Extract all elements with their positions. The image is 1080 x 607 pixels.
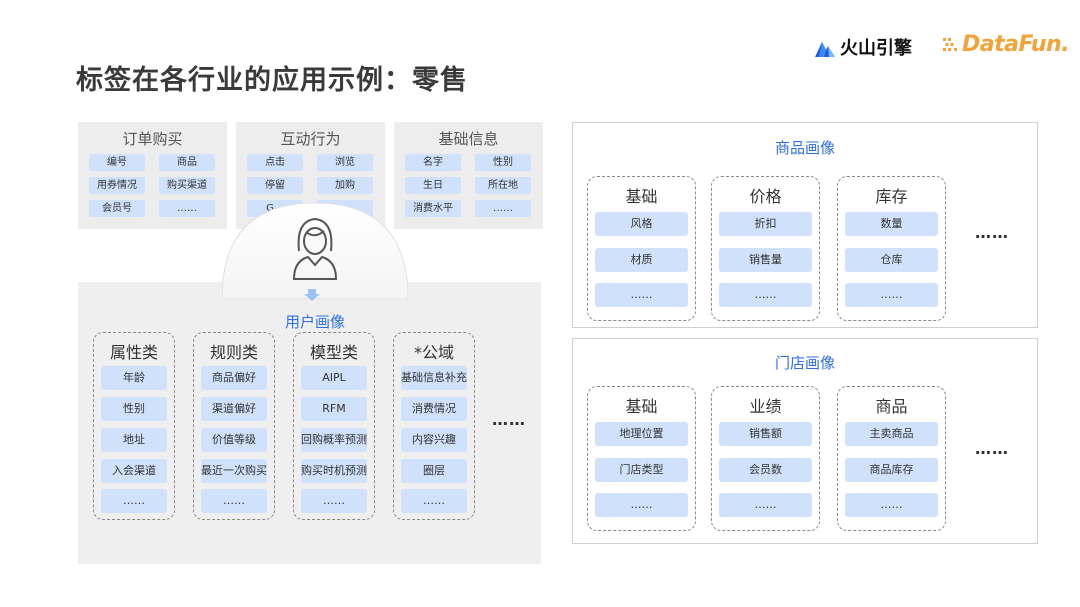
tag-item: 渠道偏好	[201, 397, 267, 421]
tag-item: ……	[595, 283, 688, 307]
source-chip: 加购	[317, 177, 373, 194]
tag-item: ……	[301, 489, 367, 513]
tag-item: 入会渠道	[101, 459, 167, 483]
source-chip: 消费水平	[405, 200, 461, 217]
source-chip: ……	[159, 200, 215, 217]
source-box-order: 订单购买 编号 商品 用券情况 购买渠道 会员号 ……	[78, 122, 227, 229]
user-column-attributes: 属性类 年龄 性别 地址 入会渠道 ……	[93, 332, 175, 520]
tag-item: 年龄	[101, 366, 167, 390]
volcano-engine-logo: 火山引擎	[814, 34, 912, 60]
tag-item: 价值等级	[201, 428, 267, 452]
datafun-logo: DataFun.	[942, 32, 1070, 57]
tag-item: 会员数	[719, 458, 812, 482]
tag-item: 回购概率预测	[301, 428, 367, 452]
user-portrait-more: ……	[492, 410, 526, 429]
column-title: 模型类	[309, 343, 358, 362]
tag-item: ……	[845, 493, 938, 517]
store-column-performance: 业绩 销售额 会员数 ……	[711, 386, 820, 531]
source-chip: 所在地	[475, 177, 531, 194]
tag-item: 地理位置	[595, 422, 688, 446]
source-chip: 性别	[475, 154, 531, 171]
source-title: 订单购买	[122, 130, 183, 148]
tag-item: ……	[845, 283, 938, 307]
user-portrait-panel	[78, 282, 541, 564]
tag-item: 仓库	[845, 248, 938, 272]
tag-item: 基础信息补充	[401, 366, 467, 390]
tag-item: 风格	[595, 212, 688, 236]
store-portrait-more: ……	[975, 439, 1009, 458]
source-chip: 名字	[405, 154, 461, 171]
tag-item: ……	[101, 489, 167, 513]
source-chip: 浏览	[317, 154, 373, 171]
product-portrait-more: ……	[975, 223, 1009, 242]
tag-item: 最近一次购买	[201, 459, 267, 483]
source-title: 基础信息	[438, 130, 499, 148]
source-chip: 商品	[159, 154, 215, 171]
product-column-price: 价格 折扣 销售量 ……	[711, 176, 820, 321]
product-column-inventory: 库存 数量 仓库 ……	[837, 176, 946, 321]
tag-item: 主卖商品	[845, 422, 938, 446]
column-title: *公域	[413, 343, 454, 362]
user-column-rules: 规则类 商品偏好 渠道偏好 价值等级 最近一次购买 ……	[193, 332, 275, 520]
store-column-basic: 基础 地理位置 门店类型 ……	[587, 386, 696, 531]
store-column-products: 商品 主卖商品 商品库存 ……	[837, 386, 946, 531]
tag-item: 购买时机预测	[301, 459, 367, 483]
tag-item: 材质	[595, 248, 688, 272]
user-arch	[222, 202, 408, 299]
user-avatar-icon	[292, 217, 338, 280]
user-portrait-title: 用户画像	[284, 313, 345, 331]
product-portrait-panel: 商品画像 基础 风格 材质 …… 价格 折扣 销售量 …… 库存 数量 仓库 ……	[572, 122, 1038, 328]
tag-item: 销售量	[719, 248, 812, 272]
datafun-dots-icon	[943, 37, 957, 51]
source-title: 互动行为	[280, 130, 341, 148]
column-title: 价格	[749, 187, 782, 206]
volcano-engine-wordmark: 火山引擎	[840, 38, 912, 59]
tag-item: 商品库存	[845, 458, 938, 482]
store-portrait-title: 门店画像	[774, 354, 835, 372]
source-box-interaction: 互动行为 点击 浏览 停留 加购 G…	[236, 122, 385, 229]
source-chip: 生日	[405, 177, 461, 194]
tag-item: 性别	[101, 397, 167, 421]
tag-item: 地址	[101, 428, 167, 452]
source-chip: ……	[475, 200, 531, 217]
column-title: 商品	[875, 397, 908, 416]
page-title: 标签在各行业的应用示例：零售	[76, 65, 468, 96]
store-portrait-panel: 门店画像 基础 地理位置 门店类型 …… 业绩 销售额 会员数 …… 商品 主卖…	[572, 338, 1038, 544]
column-title: 规则类	[209, 343, 258, 362]
datafun-wordmark: DataFun.	[962, 32, 1070, 57]
source-chip: 停留	[247, 177, 303, 194]
tag-item: 门店类型	[595, 458, 688, 482]
tag-item: 销售额	[719, 422, 812, 446]
product-column-basic: 基础 风格 材质 ……	[587, 176, 696, 321]
column-title: 基础	[625, 397, 658, 416]
tag-item: 折扣	[719, 212, 812, 236]
column-title: 属性类	[109, 343, 158, 362]
tag-item: 消费情况	[401, 397, 467, 421]
tag-item: 圈层	[401, 459, 467, 483]
tag-item: ……	[719, 493, 812, 517]
column-title: 库存	[875, 187, 908, 206]
tag-item: 数量	[845, 212, 938, 236]
user-column-models: 模型类 AIPL RFM 回购概率预测 购买时机预测 ……	[293, 332, 375, 520]
tag-item: ……	[201, 489, 267, 513]
column-title: 业绩	[749, 397, 782, 416]
tag-item: AIPL	[301, 366, 367, 390]
source-chip: 用券情况	[89, 177, 145, 194]
tag-item: 内容兴趣	[401, 428, 467, 452]
column-title: 基础	[625, 187, 658, 206]
source-box-basic-info: 基础信息 名字 性别 生日 所在地 消费水平 ……	[394, 122, 543, 229]
product-portrait-title: 商品画像	[774, 139, 835, 157]
tag-item: 商品偏好	[201, 366, 267, 390]
source-chip: 购买渠道	[159, 177, 215, 194]
volcano-mountain-icon	[815, 42, 835, 57]
tag-item: ……	[595, 493, 688, 517]
source-chip: 会员号	[89, 200, 145, 217]
source-chip: 编号	[89, 154, 145, 171]
tag-item: RFM	[301, 397, 367, 421]
tag-item: ……	[401, 489, 467, 513]
user-column-public-domain: *公域 基础信息补充 消费情况 内容兴趣 圈层 ……	[393, 332, 475, 520]
source-chip: 点击	[247, 154, 303, 171]
tag-item: ……	[719, 283, 812, 307]
arrow-down-icon	[304, 289, 320, 301]
